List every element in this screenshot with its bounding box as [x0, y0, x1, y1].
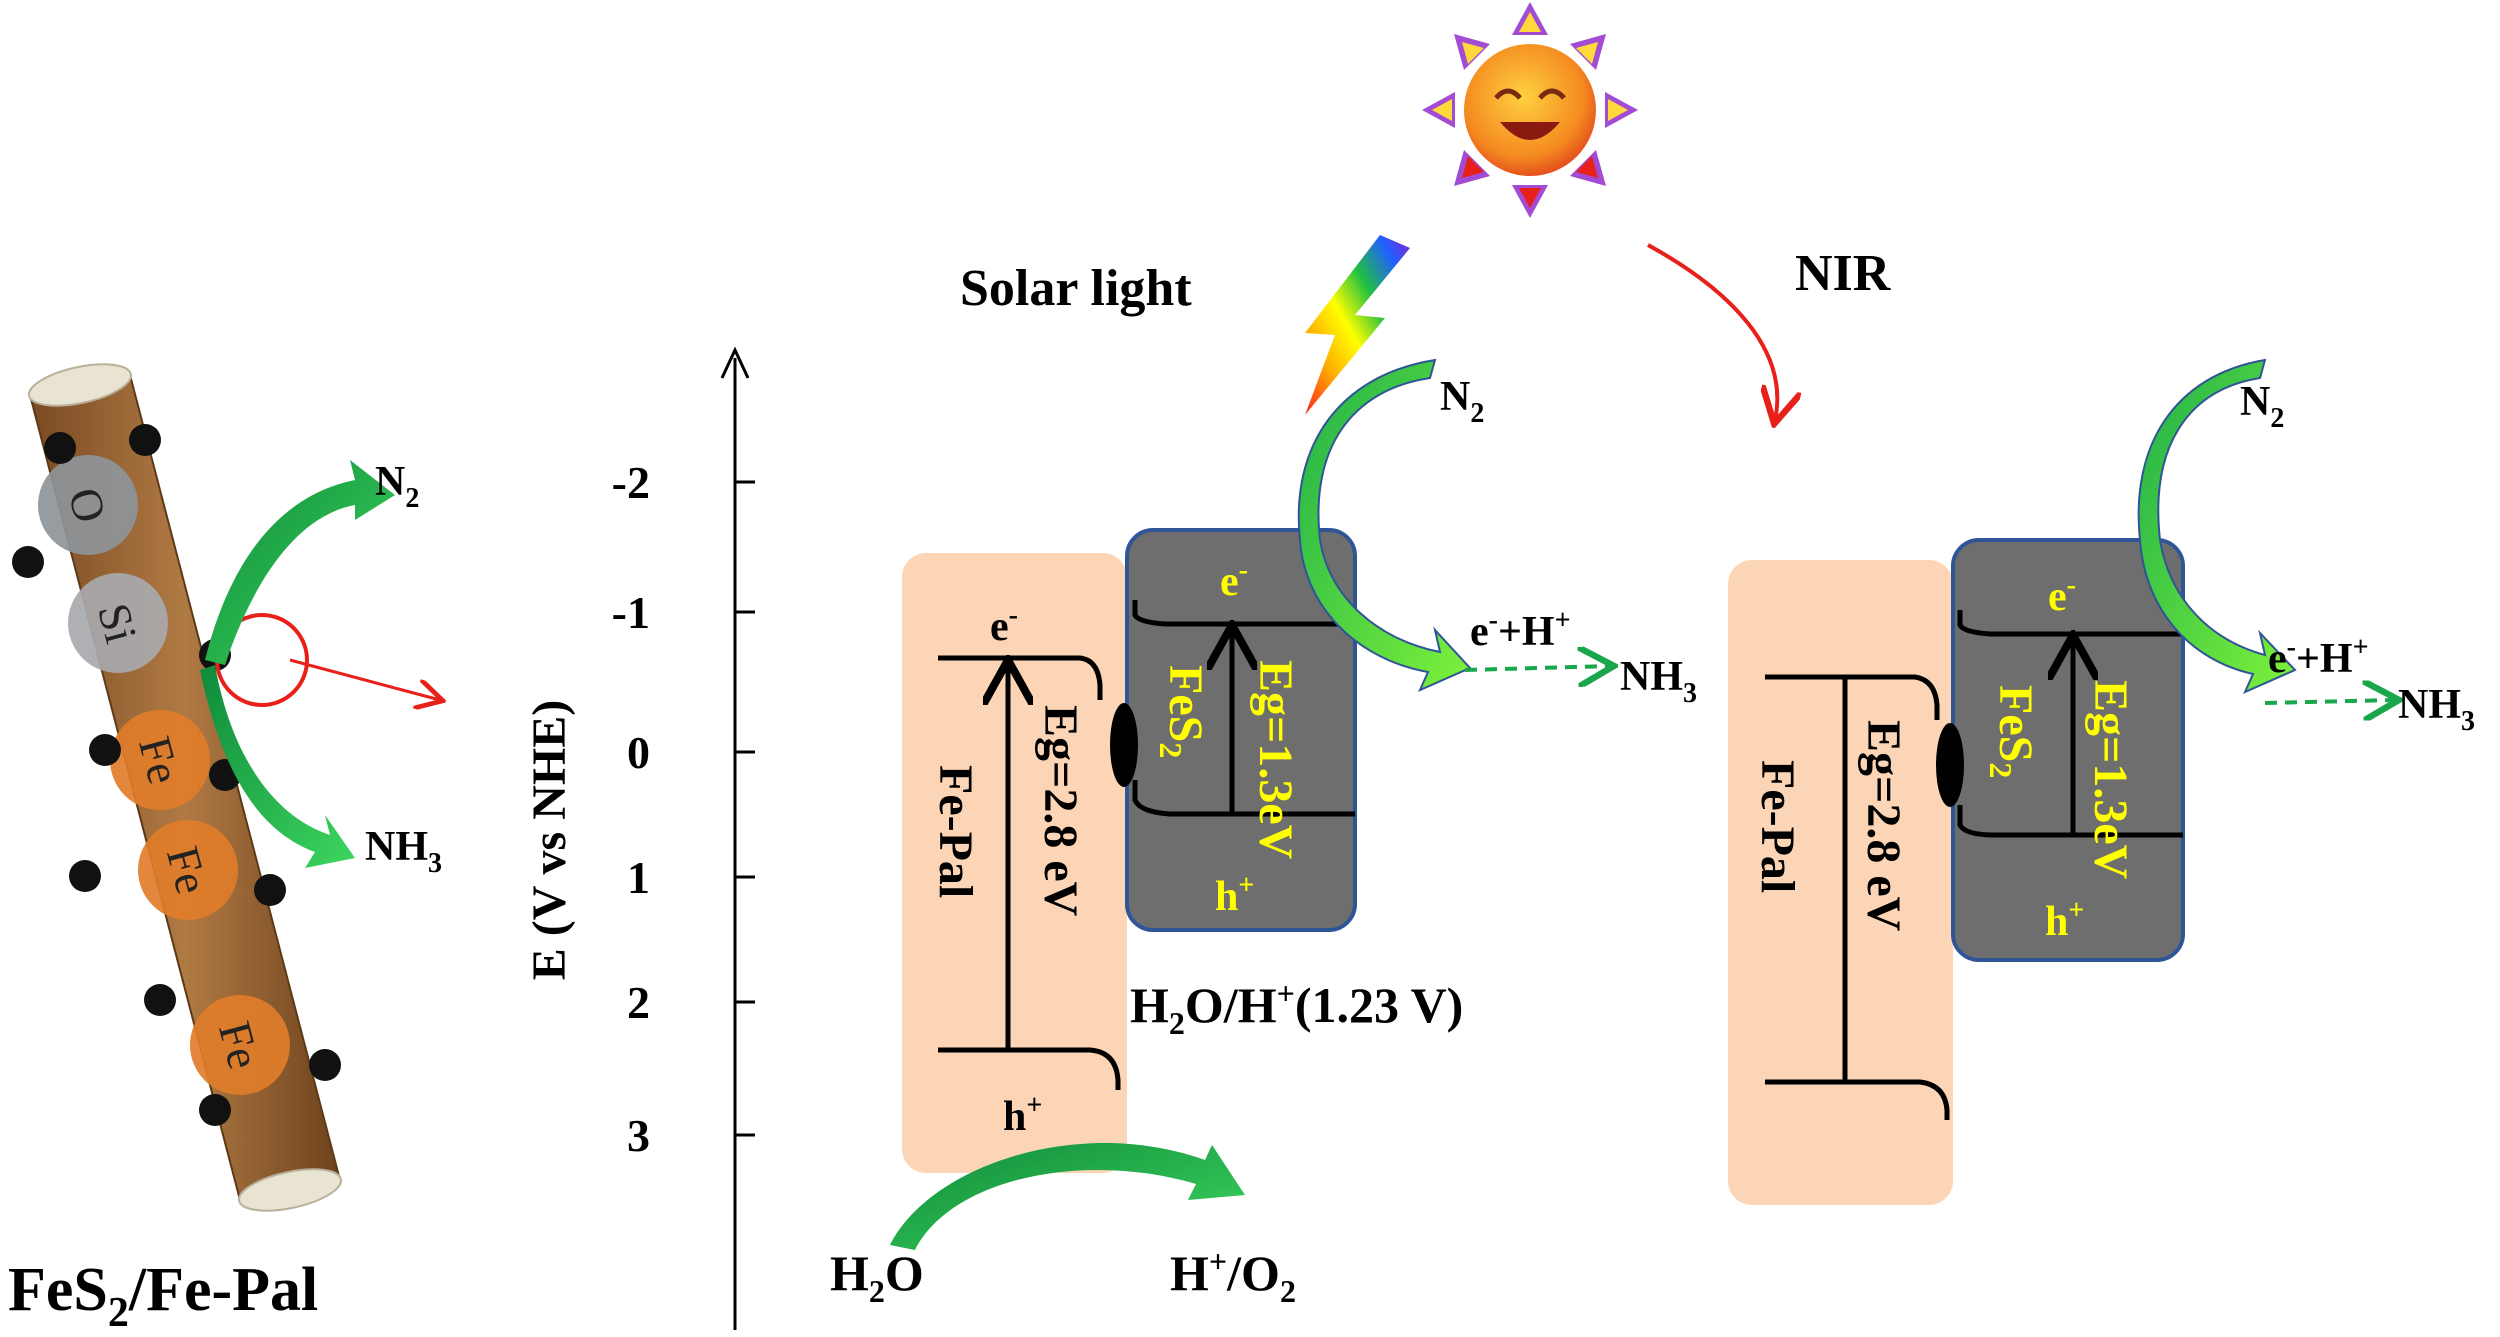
zoom-arrow [289, 658, 440, 700]
solar-light-label: Solar light [960, 260, 1192, 317]
water-oxidation-arrow [890, 1143, 1245, 1250]
axis-title: E (V vs NHE) [523, 700, 576, 980]
n2-label-nir: N2 [2240, 379, 2284, 434]
atom-fe [190, 995, 290, 1095]
rod-nh3-label: NH3 [365, 824, 442, 879]
axis-tick-label: 0 [627, 727, 650, 778]
fepal-electron-label: e- [990, 600, 1018, 650]
nir-label: NIR [1795, 245, 1892, 302]
fe-pal-label-nir: Fe-Pal [1751, 760, 1804, 893]
fepal-hole-label: h+ [1003, 1090, 1042, 1140]
atom-fe [110, 710, 210, 810]
rod-n2-label: N2 [375, 459, 419, 514]
axis-tick-label: 3 [627, 1110, 650, 1161]
n2-label: N2 [1440, 374, 1484, 429]
atom-fe [138, 820, 238, 920]
fe-pal-label: Fe-Pal [929, 765, 982, 898]
fes2-hole-label-nir: h+ [2045, 895, 2084, 945]
eh-label: e-+H+ [1470, 605, 1571, 655]
axis-tick-label: 1 [627, 852, 650, 903]
fes2-electron-label: e- [1220, 555, 1248, 605]
band-diagram-nir: Fe-Pal Eg=2.8 eV e- h+ FeS2 Eg=1.3eV N2 … [1728, 358, 2475, 1205]
fes2-bandgap-nir: Eg=1.3eV [2084, 680, 2137, 880]
eh-label-nir: e-+H+ [2268, 632, 2369, 682]
n2-reduction-arrow [1297, 358, 1472, 692]
catalyst-caption: FeS2/Fe-Pal [8, 1256, 318, 1336]
n2-reduction-arrow-nir [2137, 358, 2297, 694]
sun-icon [1422, 2, 1638, 218]
n2-adsorption-arrow [205, 460, 395, 665]
nh3-label-nir: NH3 [2398, 682, 2475, 737]
fes2-hole-label: h+ [1215, 870, 1254, 920]
axis-tick-label: -2 [612, 457, 650, 508]
band-diagram-solar: e- h+ Fe-Pal Eg=2.8 eV e- h+ FeS2 Eg=1.3… [830, 358, 1697, 1309]
adsorbed-particles [12, 424, 341, 1126]
nir-arrow [1647, 243, 1777, 420]
water-label: H2O [830, 1245, 924, 1309]
fes2-bandgap: Eg=1.3eV [1249, 660, 1302, 860]
fes2-label-nir: FeS2 [1983, 685, 2042, 778]
nh3-desorption-arrow [200, 665, 355, 868]
fe-pal-box [902, 553, 1127, 1173]
energy-axis: -2 -1 0 1 2 3 E (V vs NHE) [523, 346, 755, 1330]
nh3-label: NH3 [1620, 654, 1697, 709]
fe-pal-bandgap: Eg=2.8 eV [1034, 705, 1087, 917]
axis-tick-label: -1 [612, 587, 650, 638]
axis-tick-label: 2 [627, 977, 650, 1028]
fes2-label: FeS2 [1153, 665, 1212, 758]
nh3-formation-arrow-nir [2264, 700, 2395, 703]
fe-pal-box-nir [1728, 560, 1953, 1205]
nh3-formation-arrow [1464, 666, 1610, 670]
fes2-electron-label-nir: e- [2048, 570, 2076, 620]
solar-light-bolt-icon [1305, 235, 1410, 415]
oxidation-product-label: H+/O2 [1170, 1243, 1296, 1309]
fe-pal-bandgap-nir: Eg=2.8 eV [1857, 720, 1910, 932]
atom-si [68, 573, 168, 673]
redox-potential-label: H2O/H+(1.23 V) [1130, 975, 1463, 1041]
atom-o [38, 455, 138, 555]
